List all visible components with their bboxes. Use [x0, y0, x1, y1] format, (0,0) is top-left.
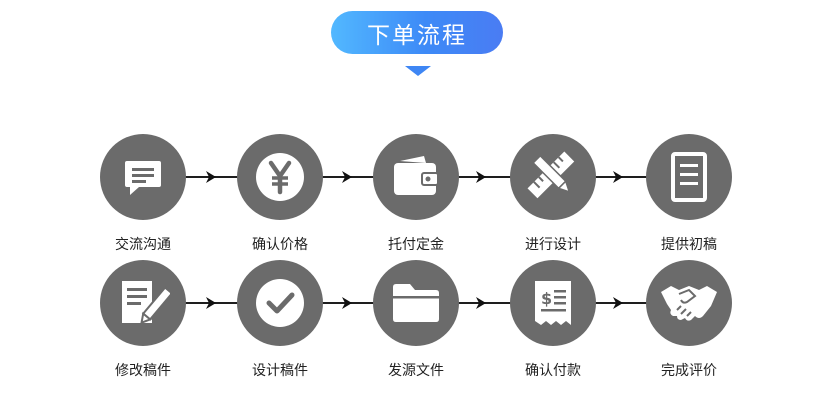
chevron-right-icon — [206, 171, 216, 183]
step-circle — [373, 260, 459, 346]
svg-text:$: $ — [541, 289, 552, 308]
step-circle: $ — [510, 260, 596, 346]
wallet-icon — [394, 156, 439, 195]
document-list-icon — [671, 152, 707, 202]
ruler-pencil-icon — [527, 151, 575, 199]
process-row-2: 修改稿件 设计稿件 发源文件 $ — [0, 260, 826, 380]
chevron-right-icon — [476, 171, 486, 183]
step-complete-review: 完成评价 — [629, 260, 749, 380]
step-circle — [510, 134, 596, 220]
page-title: 下单流程 — [331, 11, 503, 54]
process-row-1: 交流沟通 确认价格 托付定金 — [0, 134, 826, 254]
receipt-icon: $ — [535, 281, 571, 325]
yen-coin-icon — [256, 153, 304, 201]
step-send-source: 发源文件 — [356, 260, 476, 380]
step-label: 确认价格 — [252, 237, 308, 253]
step-design-draft: 设计稿件 — [220, 260, 340, 380]
chevron-right-icon — [613, 297, 623, 309]
edit-document-icon — [122, 281, 170, 325]
step-revise-draft: 修改稿件 — [83, 260, 203, 380]
title-pointer-triangle — [405, 66, 431, 76]
step-label: 完成评价 — [661, 363, 717, 379]
step-circle — [100, 134, 186, 220]
step-circle — [100, 260, 186, 346]
step-circle — [646, 134, 732, 220]
chevron-right-icon — [206, 297, 216, 309]
step-label: 修改稿件 — [115, 363, 171, 379]
chat-bubble-icon — [125, 161, 161, 195]
step-circle — [373, 134, 459, 220]
step-confirm-payment: $ 确认付款 — [493, 260, 613, 380]
step-design: 进行设计 — [493, 134, 613, 254]
step-circle — [237, 134, 323, 220]
step-label: 设计稿件 — [252, 363, 308, 379]
chevron-right-icon — [613, 171, 623, 183]
step-provide-draft: 提供初稿 — [629, 134, 749, 254]
chevron-right-icon — [476, 297, 486, 309]
step-circle — [646, 260, 732, 346]
step-label: 托付定金 — [388, 237, 444, 253]
step-label: 进行设计 — [525, 237, 581, 253]
handshake-icon — [661, 286, 717, 321]
step-label: 发源文件 — [388, 363, 444, 379]
step-label: 提供初稿 — [661, 237, 717, 253]
chevron-right-icon — [342, 171, 352, 183]
step-circle — [237, 260, 323, 346]
step-label: 确认付款 — [525, 363, 581, 379]
step-pay-deposit: 托付定金 — [356, 134, 476, 254]
folder-icon — [393, 284, 439, 322]
step-communicate: 交流沟通 — [83, 134, 203, 254]
step-confirm-price: 确认价格 — [220, 134, 340, 254]
chevron-right-icon — [342, 297, 352, 309]
step-label: 交流沟通 — [115, 237, 171, 253]
checkmark-icon — [256, 279, 304, 327]
